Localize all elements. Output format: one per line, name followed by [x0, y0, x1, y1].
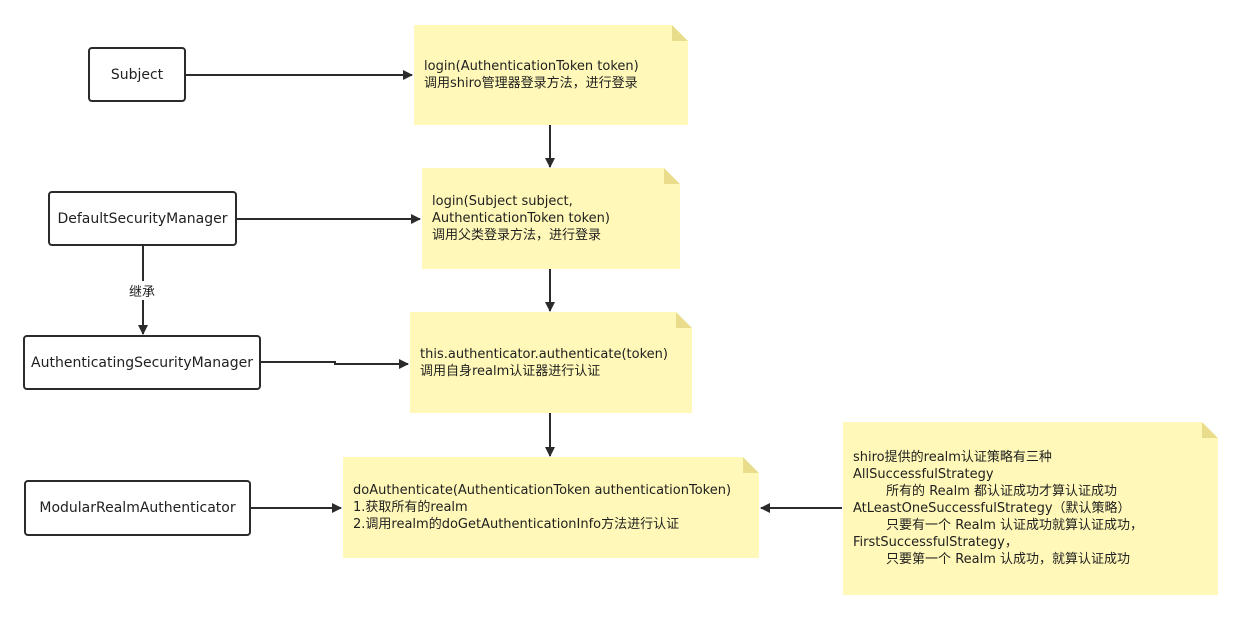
note-line: AuthenticationToken token)	[432, 211, 610, 226]
note-line: login(Subject subject,	[432, 194, 573, 209]
note-line: login(AuthenticationToken token)	[424, 59, 639, 74]
note-do-authenticate[interactable]: doAuthenticate(AuthenticationToken authe…	[343, 457, 759, 558]
note-fold-corner	[672, 25, 688, 41]
note-line: this.authenticator.authenticate(token)	[420, 346, 668, 362]
note-line: AtLeastOneSuccessfulStrategy（默认策略）	[853, 501, 1131, 516]
note-authenticate[interactable]: this.authenticator.authenticate(token) 调…	[410, 312, 692, 413]
note-line: 调用自身realm认证器进行认证	[420, 363, 601, 379]
note-line: 2.调用realm的doGetAuthenticationInfo方法进行认证	[353, 517, 680, 532]
note-line: 1.获取所有的realm	[353, 500, 468, 515]
note-line: 只要有一个 Realm 认证成功就算认证成功，	[853, 518, 1144, 533]
note-line: 调用父类登录方法，进行登录	[432, 228, 602, 243]
note-line: AllSuccessfulStrategy	[853, 467, 994, 482]
note-line: 只要第一个 Realm 认成功，就算认证成功	[853, 552, 1131, 567]
note-line: shiro提供的realm认证策略有三种	[853, 450, 1052, 465]
modular-realm-authenticator-node[interactable]: ModularRealmAuthenticator	[24, 480, 251, 536]
authenticating-security-manager-node[interactable]: AuthenticatingSecurityManager	[23, 335, 261, 390]
modular-realm-authenticator-label: ModularRealmAuthenticator	[39, 500, 236, 516]
note-security-login[interactable]: login(Subject subject, AuthenticationTok…	[422, 168, 680, 269]
arrow-authenticating-manager-to-authenticate	[261, 359, 409, 369]
note-line: 调用shiro管理器登录方法，进行登录	[424, 76, 638, 91]
subject-node[interactable]: Subject	[88, 47, 186, 102]
subject-node-label: Subject	[110, 66, 164, 83]
note-login[interactable]: login(AuthenticationToken token) 调用shiro…	[414, 25, 688, 125]
note-line: FirstSuccessfulStrategy，	[853, 535, 1018, 550]
note-fold-corner	[664, 168, 680, 184]
note-line: doAuthenticate(AuthenticationToken authe…	[353, 483, 732, 498]
default-security-manager-node[interactable]: DefaultSecurityManager	[48, 191, 237, 246]
note-fold-corner	[743, 457, 759, 473]
note-line: 所有的 Realm 都认证成功才算认证成功	[853, 484, 1118, 499]
default-security-manager-label: DefaultSecurityManager	[57, 210, 228, 227]
authenticating-security-manager-label: AuthenticatingSecurityManager	[31, 354, 253, 371]
note-fold-corner	[676, 312, 692, 328]
inherit-label: 继承	[127, 281, 158, 300]
note-fold-corner	[1202, 422, 1218, 438]
note-strategies[interactable]: shiro提供的realm认证策略有三种 AllSuccessfulStrate…	[843, 422, 1218, 595]
